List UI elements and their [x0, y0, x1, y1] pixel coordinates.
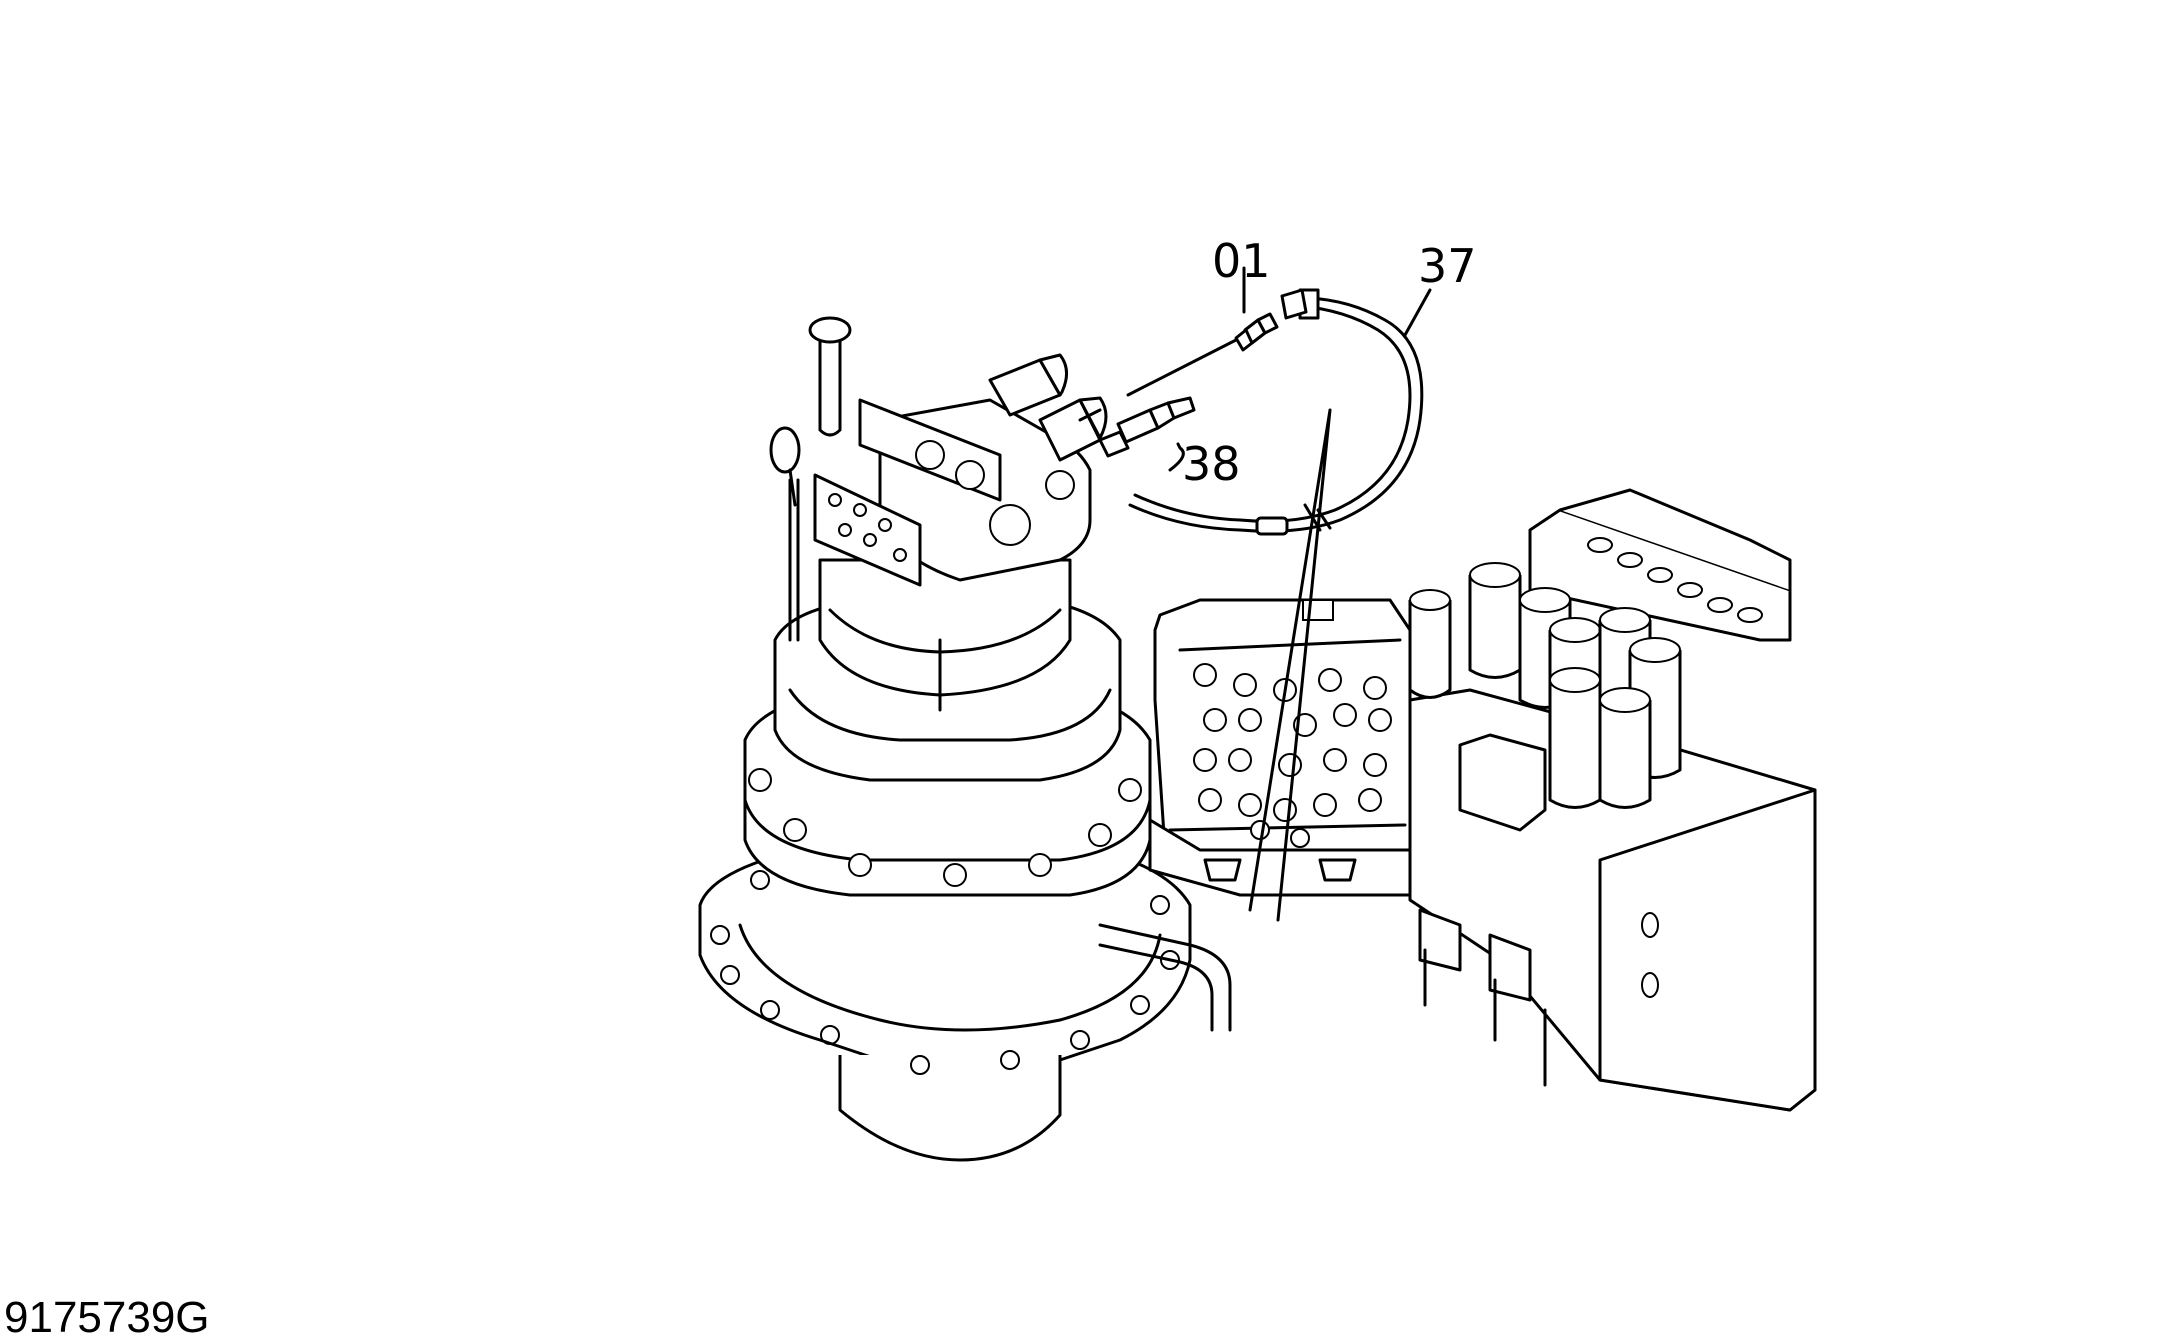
hose-end-nut [1280, 288, 1308, 320]
valve-stems [1423, 948, 1547, 1087]
motor-cylinder [818, 558, 1072, 697]
control-valve-end-cap [1598, 788, 1817, 1112]
gear-case-upper-ring [788, 688, 1112, 742]
valve-port-a [915, 440, 945, 470]
lower-solenoid-a [1418, 908, 1462, 972]
swing-motor-assembly [698, 316, 1232, 1162]
valve-plate-holes [828, 493, 907, 562]
callout-01: 01 [1212, 234, 1271, 288]
hose-37 [1128, 288, 1424, 536]
level-gauge-tube [788, 478, 800, 642]
solenoid-front [1458, 733, 1547, 832]
motor-port-fitting [1098, 430, 1130, 458]
drain-pipe [1098, 923, 1232, 1032]
gear-case-bolts [748, 768, 1142, 887]
callout-37: 37 [1418, 239, 1477, 293]
valve-port-b [955, 460, 985, 490]
lower-solenoid-b [1488, 933, 1532, 1002]
valve-port-c [989, 504, 1031, 546]
breather-cap [808, 316, 852, 344]
level-gauge-ring [769, 426, 801, 474]
leader-37 [1403, 288, 1432, 337]
assembly-centerline [1078, 338, 1238, 422]
leader-lines [1078, 266, 1432, 922]
flange-bolt-holes [710, 870, 1180, 1075]
hose-inner-line [1133, 304, 1412, 523]
leader-clamp [1248, 408, 1332, 922]
hose-clamp [1255, 516, 1289, 536]
bracket-tab-left [1203, 858, 1242, 882]
spool-caps [1408, 562, 1682, 809]
pinion-housing [838, 1055, 1062, 1162]
fitting-01 [1234, 312, 1279, 352]
bracket-tab-right [1318, 858, 1357, 882]
breather-tube [818, 333, 842, 437]
end-cap-port-upper [1641, 912, 1659, 938]
drawing-code: 9175739G [4, 1293, 210, 1339]
valve-manifold-top-face [1559, 488, 1792, 590]
flange-inner-edge [738, 923, 1162, 1032]
hose-outer-line [1128, 296, 1424, 533]
leader-38 [1168, 442, 1185, 472]
manifold-plugs [1587, 537, 1763, 623]
control-valve-assembly [1408, 488, 1817, 1112]
relief-valve-upper [988, 353, 1068, 417]
end-cap-port-lower [1641, 972, 1659, 998]
valve-port-d [1045, 470, 1075, 500]
callout-38: 38 [1182, 437, 1241, 491]
fitting-38 [1116, 396, 1196, 444]
